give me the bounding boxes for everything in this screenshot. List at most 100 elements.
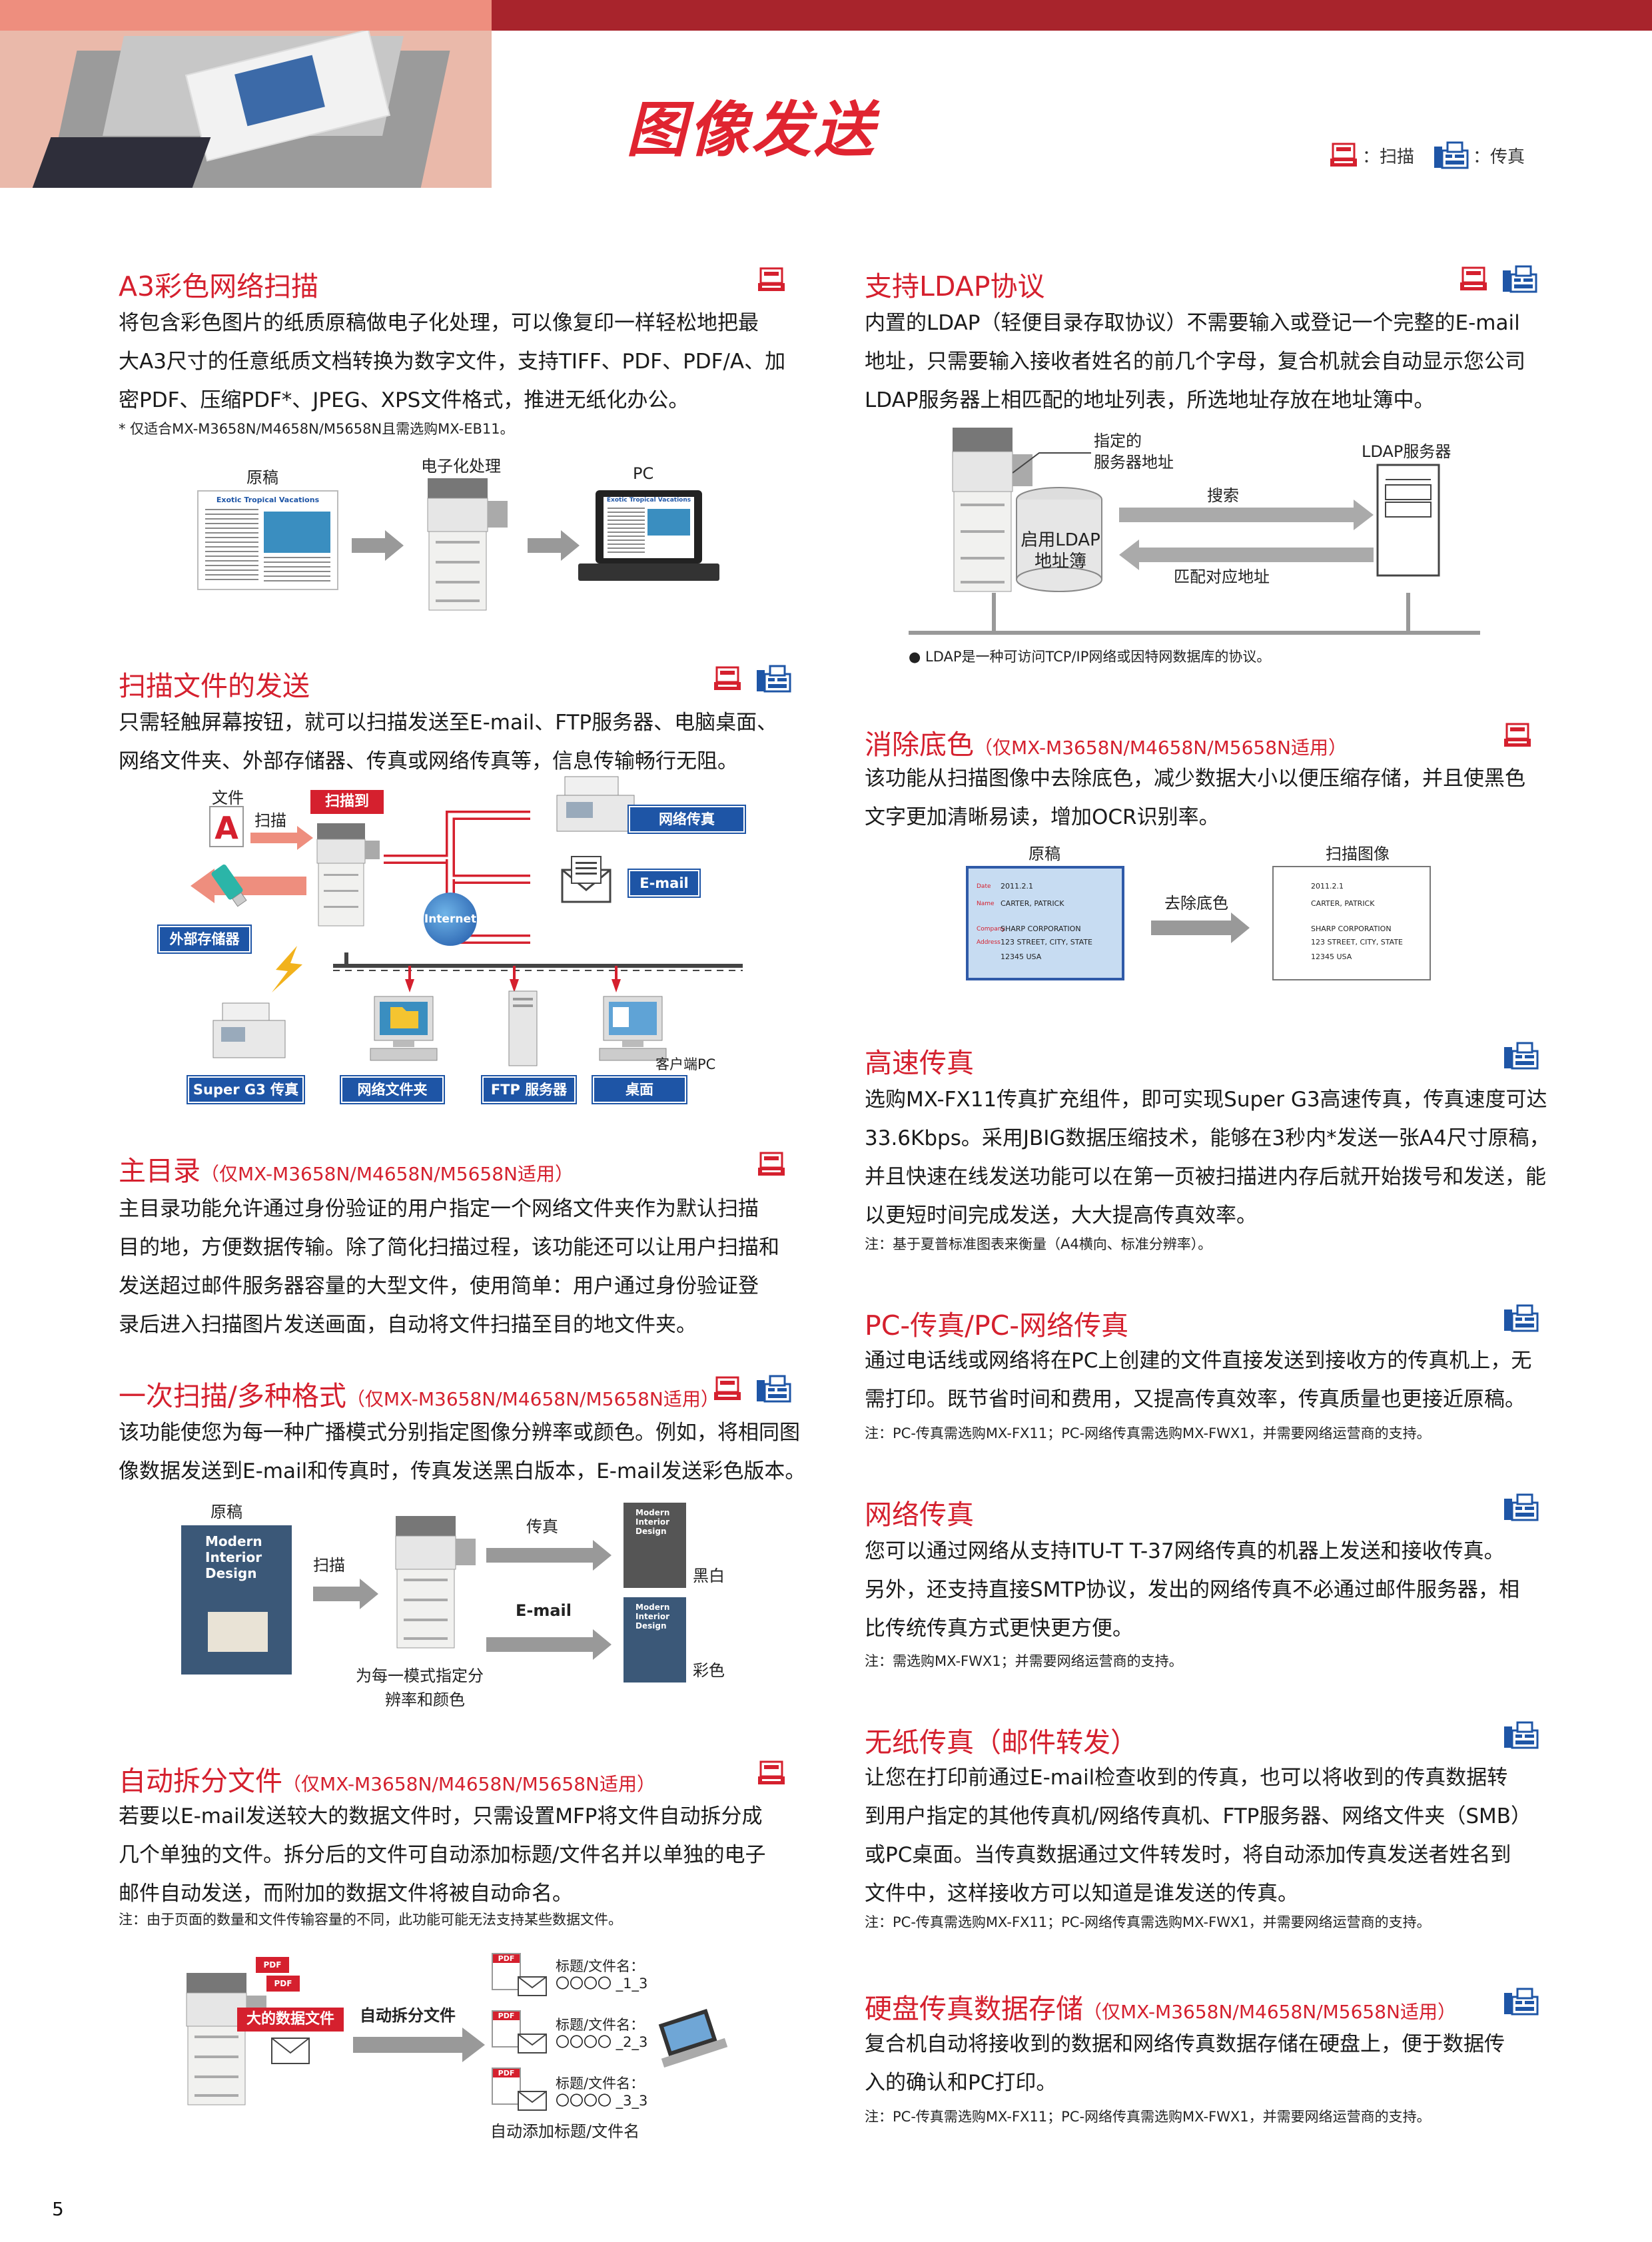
pdf-file-icon: PDF <box>492 2067 521 2105</box>
section-title-hdd-storage: 硬盘传真数据存储（仅MX-M3658N/M4658N/M5658N适用） <box>865 1986 1456 2026</box>
top-banner <box>0 0 1652 31</box>
section-body-multi: 该功能使您为每一种广播模式分别指定图像分辨率或颜色。例如，将相同图 像数据发送到… <box>119 1413 805 1491</box>
diagram-caption-auto-name: 自动添加标题/文件名 <box>490 2122 640 2141</box>
card-street: 123 STREET, CITY, STATE <box>1001 938 1092 946</box>
diagram-label-original: 原稿 <box>1029 845 1060 863</box>
usb-drive-icon <box>211 864 247 907</box>
body-line: 地址，只需要输入接收者姓名的前几个字母，复合机就会自动显示您公司 <box>865 350 1525 374</box>
card-company: SHARP CORPORATION <box>1001 925 1081 933</box>
diagram-label-addr-1: 指定的 <box>1094 432 1142 450</box>
scanned-card: 2011.2.1 CARTER, PATRICK SHARP CORPORATI… <box>1272 866 1431 980</box>
filename-2-title: 标题/文件名： <box>556 2017 645 2033</box>
card-street: 123 STREET, CITY, STATE <box>1311 938 1403 946</box>
arrow-search <box>1119 500 1374 530</box>
section-icons-multi <box>713 1375 791 1403</box>
diagram-label-match: 匹配对应地址 <box>1174 567 1270 586</box>
section-body-erase: 该功能从扫描图像中去除底色，减少数据大小以便压缩存储，并且使黑色 文字更加清晰易… <box>865 759 1525 837</box>
fax-icon <box>1504 1304 1539 1332</box>
title-main: 主目录 <box>119 1155 201 1187</box>
laptop-screen: Exotic Tropical Vacations <box>596 490 702 563</box>
card-zip: 12345 USA <box>1001 952 1042 961</box>
section-note-speed: 注：基于夏普标准图表来衡量（A4横向、标准分辨率）。 <box>865 1236 1212 1252</box>
body-line: 复合机自动将接收到的数据和网络传真数据存储在硬盘上，便于数据传 <box>865 2032 1505 2056</box>
section-title-erase-bg: 消除底色（仅MX-M3658N/M4658N/M5658N适用） <box>865 722 1347 762</box>
diagram-label-original: 原稿 <box>246 468 278 487</box>
legend-fax-label: ：传真 <box>1473 147 1525 167</box>
diagram-label-ldap-server: LDAP服务器 <box>1362 442 1451 461</box>
scanner-icon <box>1330 143 1357 167</box>
net-folder-tag: 网络文件夹 <box>341 1076 444 1103</box>
diagram-label-scan: 扫描 <box>313 1556 345 1575</box>
arrow-right <box>528 530 580 561</box>
section-icons-a3 <box>757 266 786 293</box>
diagram-label-addr-2: 服务器地址 <box>1094 453 1174 472</box>
section-note-paperless: 注：PC-传真需选购MX-FX11；PC-网络传真需选购MX-FWX1，并需要网… <box>865 1914 1431 1930</box>
card-date-label: Date <box>977 883 991 890</box>
card-date: 2011.2.1 <box>1311 882 1344 891</box>
title-subtitle: （仅MX-M3658N/M4658N/M5658N适用） <box>1083 2001 1457 2023</box>
section-title-multi-format: 一次扫描/多种格式（仅MX-M3658N/M4658N/M5658N适用） <box>119 1373 719 1413</box>
body-line: 比传统传真方式更快更方便。 <box>865 1617 1133 1641</box>
diagram-label-email: E-mail <box>516 1601 572 1620</box>
diagram-label-fax: 传真 <box>526 1517 558 1536</box>
body-line: 录后进入扫描图片发送画面，自动将文件扫描至目的地文件夹。 <box>119 1313 697 1337</box>
title-subtitle: （仅MX-M3658N/M4658N/M5658N适用） <box>974 737 1348 759</box>
fax-icon <box>1434 141 1469 169</box>
title-subtitle: （仅MX-M3658N/M4658N/M5658N适用） <box>282 1773 656 1795</box>
desktop-pc-image <box>599 996 667 1061</box>
body-line: 文件中，这样接收方可以知道是谁发送的传真。 <box>865 1882 1298 1906</box>
title-main: 硬盘传真数据存储 <box>865 1993 1083 2025</box>
lan-lines <box>333 952 743 992</box>
envelope-icon <box>561 856 612 903</box>
body-line: 大A3尺寸的任意纸质文档转换为数字文件，支持TIFF、PDF、PDF/A、加 <box>119 350 786 374</box>
arrow-match <box>1119 540 1374 570</box>
body-line: 内置的LDAP（轻便目录存取协议）不需要输入或登记一个完整的E-mail <box>865 311 1520 335</box>
body-line: 密PDF、压缩PDF*、JPEG、XPS文件格式，推进无纸化办公。 <box>119 388 689 412</box>
arrow-right <box>353 2028 485 2062</box>
section-icons-home <box>757 1151 786 1178</box>
mfp-machine <box>952 428 1032 592</box>
fax-icon <box>1503 265 1537 293</box>
section-title-internet-fax: 网络传真 <box>865 1499 974 1531</box>
section-title-pc-fax: PC-传真/PC-网络传真 <box>865 1309 1129 1341</box>
big-data-file-tag: 大的数据文件 <box>237 2008 344 2032</box>
card-address-label: Address <box>977 939 1001 946</box>
document-heading: Exotic Tropical Vacations <box>216 496 320 504</box>
section-title-ldap: 支持LDAP协议 <box>865 270 1045 302</box>
fax-icon <box>757 1375 791 1403</box>
card-zip: 12345 USA <box>1311 952 1352 961</box>
diagram-label-book-2: 地址簿 <box>1034 552 1086 571</box>
body-line: 邮件自动发送，而附加的数据文件将被自动命名。 <box>119 1882 573 1906</box>
poster-text: Modern Interior Design <box>623 1503 686 1536</box>
top-banner-right <box>492 0 1652 31</box>
file-icon: A <box>209 806 244 847</box>
section-note-ldap: ● LDAP是一种可访问TCP/IP网络或因特网数据库的协议。 <box>909 649 1271 665</box>
poster-color: Modern Interior Design <box>623 1597 686 1682</box>
ftp-server-tag: FTP 服务器 <box>482 1076 576 1103</box>
diagram-label-scanned: 扫描图像 <box>1326 845 1390 863</box>
body-line: 让您在打印前通过E-mail检查收到的传真，也可以将收到的传真数据转 <box>865 1766 1508 1790</box>
mfp-machine <box>316 823 380 927</box>
poster-line: Modern <box>635 1508 670 1517</box>
hero-control-panel <box>29 137 211 188</box>
body-line: LDAP服务器上相匹配的地址列表，所选地址存放在地址簿中。 <box>865 388 1435 412</box>
diagram-label-auto-split: 自动拆分文件 <box>360 2006 456 2025</box>
section-icons-paperless <box>1503 1721 1539 1749</box>
body-line: 通过电话线或网络将在PC上创建的文件直接发送到接收方的传真机上，无 <box>865 1349 1532 1373</box>
section-icons-split <box>757 1760 786 1786</box>
section-icons-hdd <box>1503 1988 1539 2016</box>
section-body-split: 若要以E-mail发送较大的数据文件时，只需设置MFP将文件自动拆分成 几个单独… <box>119 1797 765 1913</box>
body-line: 入的确认和PC打印。 <box>865 2071 1057 2095</box>
section-note-hdd: 注：PC-传真需选购MX-FX11；PC-网络传真需选购MX-FWX1，并需要网… <box>865 2109 1431 2125</box>
card-name-label: Name <box>977 901 995 907</box>
body-line: 您可以通过网络从支持ITU-T T-37网络传真的机器上发送和接收传真。 <box>865 1539 1505 1563</box>
poster-line: Interior <box>635 1612 670 1621</box>
fax-icon <box>757 665 791 693</box>
body-line: 文字更加清晰易读，增加OCR识别率。 <box>865 805 1220 829</box>
section-body-ldap: 内置的LDAP（轻便目录存取协议）不需要输入或登记一个完整的E-mail 地址，… <box>865 304 1525 420</box>
body-line: 该功能从扫描图像中去除底色，减少数据大小以便压缩存储，并且使黑色 <box>865 767 1525 791</box>
lightning-icon <box>272 946 302 992</box>
internet-label: Internet <box>424 913 477 926</box>
section-title-speed-fax: 高速传真 <box>865 1047 974 1079</box>
body-line: 33.6Kbps。采用JBIG数据压缩技术，能够在3秒内*发送一张A4尺寸原稿， <box>865 1126 1550 1150</box>
